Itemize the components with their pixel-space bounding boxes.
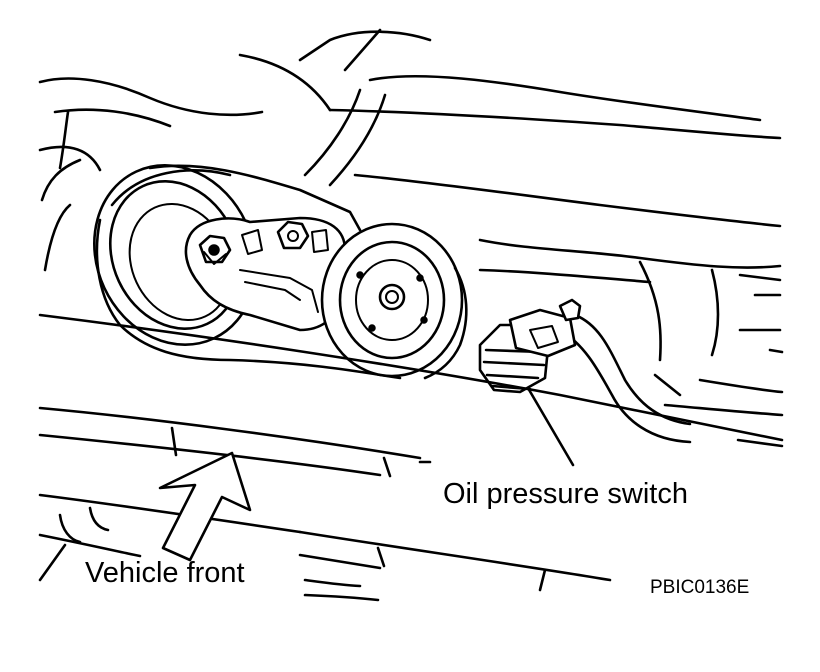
- idler-pulley: [320, 222, 468, 380]
- bolt-center: [276, 220, 310, 250]
- oil-pressure-switch: [478, 298, 582, 394]
- upper-hose: [303, 88, 782, 284]
- right-housing: [638, 260, 784, 417]
- oil-pressure-switch-label: Oil pressure switch: [443, 478, 688, 510]
- wiring-pipe: [558, 313, 692, 444]
- frame-rails: [38, 313, 784, 602]
- engine-block-outline: [38, 28, 782, 272]
- vehicle-front-label: Vehicle front: [85, 557, 245, 589]
- oil-pressure-switch-leader: [526, 386, 575, 467]
- vehicle-front-arrow: [158, 451, 252, 562]
- figure-code: PBIC0136E: [650, 577, 749, 598]
- bolt-left: [198, 234, 232, 265]
